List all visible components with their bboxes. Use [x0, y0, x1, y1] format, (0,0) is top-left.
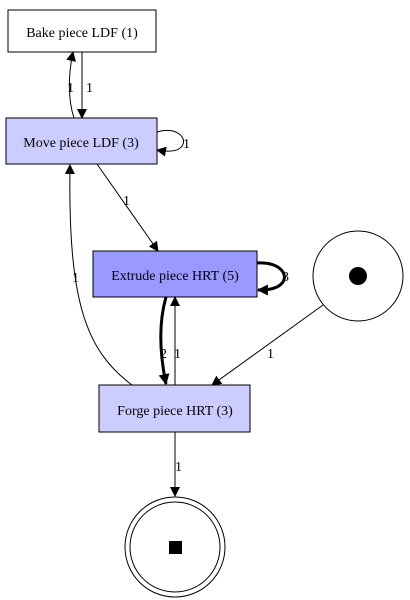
- edge-bake-to-move: 1: [77, 52, 93, 119]
- edge-bake-to-move-label: 1: [86, 81, 93, 96]
- node-forge-piece-hrt: Forge piece HRT (3): [98, 384, 251, 433]
- edge-start-to-forge: 1: [211, 304, 324, 386]
- edge-move-self-label: 1: [183, 137, 190, 152]
- node-extrude-label: Extrude piece HRT (5): [111, 269, 239, 284]
- edge-start-to-forge-label: 1: [267, 347, 274, 362]
- edge-extrude-to-forge-label: 2: [160, 347, 167, 362]
- edge-move-to-bake-label: 1: [67, 81, 74, 96]
- edge-move-self-loop: 1: [156, 130, 190, 157]
- start-node: [312, 230, 404, 322]
- edge-move-to-extrude-label: 1: [123, 194, 130, 209]
- node-bake-label: Bake piece LDF (1): [26, 26, 138, 41]
- edge-move-to-extrude: 1: [96, 163, 159, 252]
- node-move-label: Move piece LDF (3): [23, 136, 139, 151]
- node-bake-piece-ldf: Bake piece LDF (1): [7, 9, 157, 53]
- node-extrude-piece-hrt: Extrude piece HRT (5): [92, 250, 258, 298]
- node-move-piece-ldf: Move piece LDF (3): [5, 117, 158, 165]
- edge-forge-to-extrude-label: 1: [174, 347, 181, 362]
- node-forge-label: Forge piece HRT (3): [117, 404, 233, 419]
- edge-forge-to-end: 1: [170, 432, 182, 497]
- edge-forge-to-move: 1: [64, 164, 133, 386]
- end-square-icon: [169, 541, 182, 554]
- edge-move-to-bake: 1: [66, 51, 76, 119]
- edge-forge-to-end-label: 1: [175, 460, 182, 475]
- edge-extrude-self-loop: 3: [256, 261, 289, 296]
- edge-extrude-to-forge: 2: [158, 296, 170, 386]
- edge-extrude-self-label: 3: [282, 270, 289, 285]
- start-dot-icon: [349, 267, 367, 285]
- edge-forge-to-extrude: 1: [170, 296, 181, 385]
- edge-forge-to-move-label: 1: [72, 271, 79, 286]
- end-node: [124, 496, 226, 598]
